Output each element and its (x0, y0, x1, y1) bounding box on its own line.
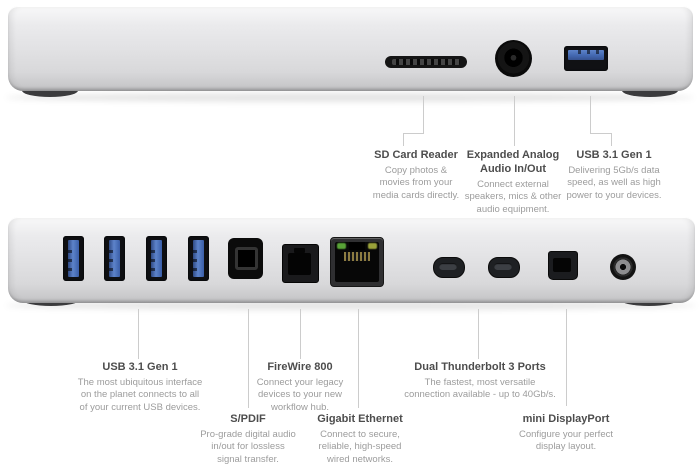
callout-title: Expanded Analog Audio In/Out (466, 149, 560, 175)
mini-displayport-port (548, 251, 578, 280)
callout-description: The most ubiquitous interface on the pla… (77, 376, 203, 413)
usb-blue-tab (151, 240, 162, 277)
usb-pins (151, 244, 155, 272)
callout-line (611, 133, 612, 146)
usb-blue-tab (193, 240, 204, 277)
sd-card-slot-port (385, 56, 467, 68)
usb-a-port (104, 236, 125, 281)
callout-line (358, 309, 359, 408)
callout-usb31-front: USB 3.1 Gen 1 Delivering 5Gb/s data spee… (552, 149, 676, 202)
ethernet-port (330, 237, 384, 287)
callout-gigabit-ethernet: Gigabit Ethernet Connect to secure, reli… (288, 413, 432, 466)
mini-dp-socket (553, 258, 571, 272)
audio-jack-port (495, 40, 532, 77)
usb-a-port (564, 46, 608, 71)
callout-title: Dual Thunderbolt 3 Ports (414, 361, 546, 373)
usb-blue-tab (109, 240, 120, 277)
ethernet-led-amber (368, 243, 377, 249)
callout-title: FireWire 800 (267, 361, 333, 373)
callout-line (248, 309, 249, 408)
usb-a-port (188, 236, 209, 281)
thunderbolt3-port (488, 257, 520, 278)
front-dock-shadow (6, 93, 694, 102)
sd-slot-pins (392, 59, 460, 65)
ethernet-led-green (337, 243, 346, 249)
callout-description: Connect external speakers, mics & other … (464, 178, 562, 215)
callout-line (590, 96, 591, 134)
usb-blue-tab (568, 50, 604, 60)
usb-pins (572, 50, 600, 54)
callout-title: Gigabit Ethernet (317, 413, 403, 425)
callout-analog-audio: Expanded Analog Audio In/Out Connect ext… (452, 149, 574, 216)
callout-line (403, 133, 424, 134)
toslink-aperture (235, 247, 258, 270)
callout-line (478, 309, 479, 359)
callout-line (138, 309, 139, 359)
callout-mini-displayport: mini DisplayPort Configure your perfect … (494, 413, 638, 454)
callout-title: USB 3.1 Gen 1 (576, 149, 652, 161)
power-jack-port (610, 254, 636, 280)
usb-pins (193, 244, 197, 272)
callout-usb31-back: USB 3.1 Gen 1 The most ubiquitous interf… (50, 361, 230, 414)
usb-c-tongue (439, 263, 457, 270)
callout-description: Connect to secure, reliable, high-speed … (318, 428, 402, 465)
callout-description: Delivering 5Gb/s data speed, as well as … (566, 164, 662, 201)
usb-pins (68, 244, 72, 272)
callout-line (403, 133, 404, 146)
usb-blue-tab (68, 240, 79, 277)
ethernet-clip-slot (349, 242, 365, 250)
callout-firewire-800: FireWire 800 Connect your legacy devices… (228, 361, 372, 414)
usb-c-tongue (494, 263, 512, 270)
usb-a-port (63, 236, 84, 281)
firewire-notch (294, 248, 305, 253)
callout-description: The fastest, most versatile connection a… (404, 376, 556, 401)
callout-line (514, 96, 515, 146)
callout-title: SD Card Reader (374, 149, 458, 161)
callout-spdif: S/PDIF Pro-grade digital audio in/out fo… (176, 413, 320, 466)
callout-title: S/PDIF (230, 413, 266, 425)
back-dock-shadow (6, 301, 696, 310)
callout-thunderbolt3: Dual Thunderbolt 3 Ports The fastest, mo… (388, 361, 572, 402)
callout-description: Connect your legacy devices to your new … (256, 376, 344, 413)
thunderbolt3-port (433, 257, 465, 278)
usb-a-port (146, 236, 167, 281)
callout-line (300, 309, 301, 359)
callout-line (423, 96, 424, 134)
callout-title: mini DisplayPort (522, 413, 610, 425)
firewire-800-port (282, 244, 319, 283)
callout-line (566, 309, 567, 406)
callout-line (590, 133, 612, 134)
callout-sd-card-reader: SD Card Reader Copy photos & movies from… (355, 149, 477, 202)
spdif-optical-port (228, 238, 263, 279)
callout-description: Configure your perfect display layout. (519, 428, 613, 453)
usb-pins (109, 244, 113, 272)
callout-title: USB 3.1 Gen 1 (102, 361, 178, 373)
callout-description: Pro-grade digital audio in/out for lossl… (200, 428, 296, 465)
callout-description: Copy photos & movies from your media car… (372, 164, 460, 201)
ethernet-pins (344, 252, 370, 261)
firewire-socket (288, 253, 311, 275)
